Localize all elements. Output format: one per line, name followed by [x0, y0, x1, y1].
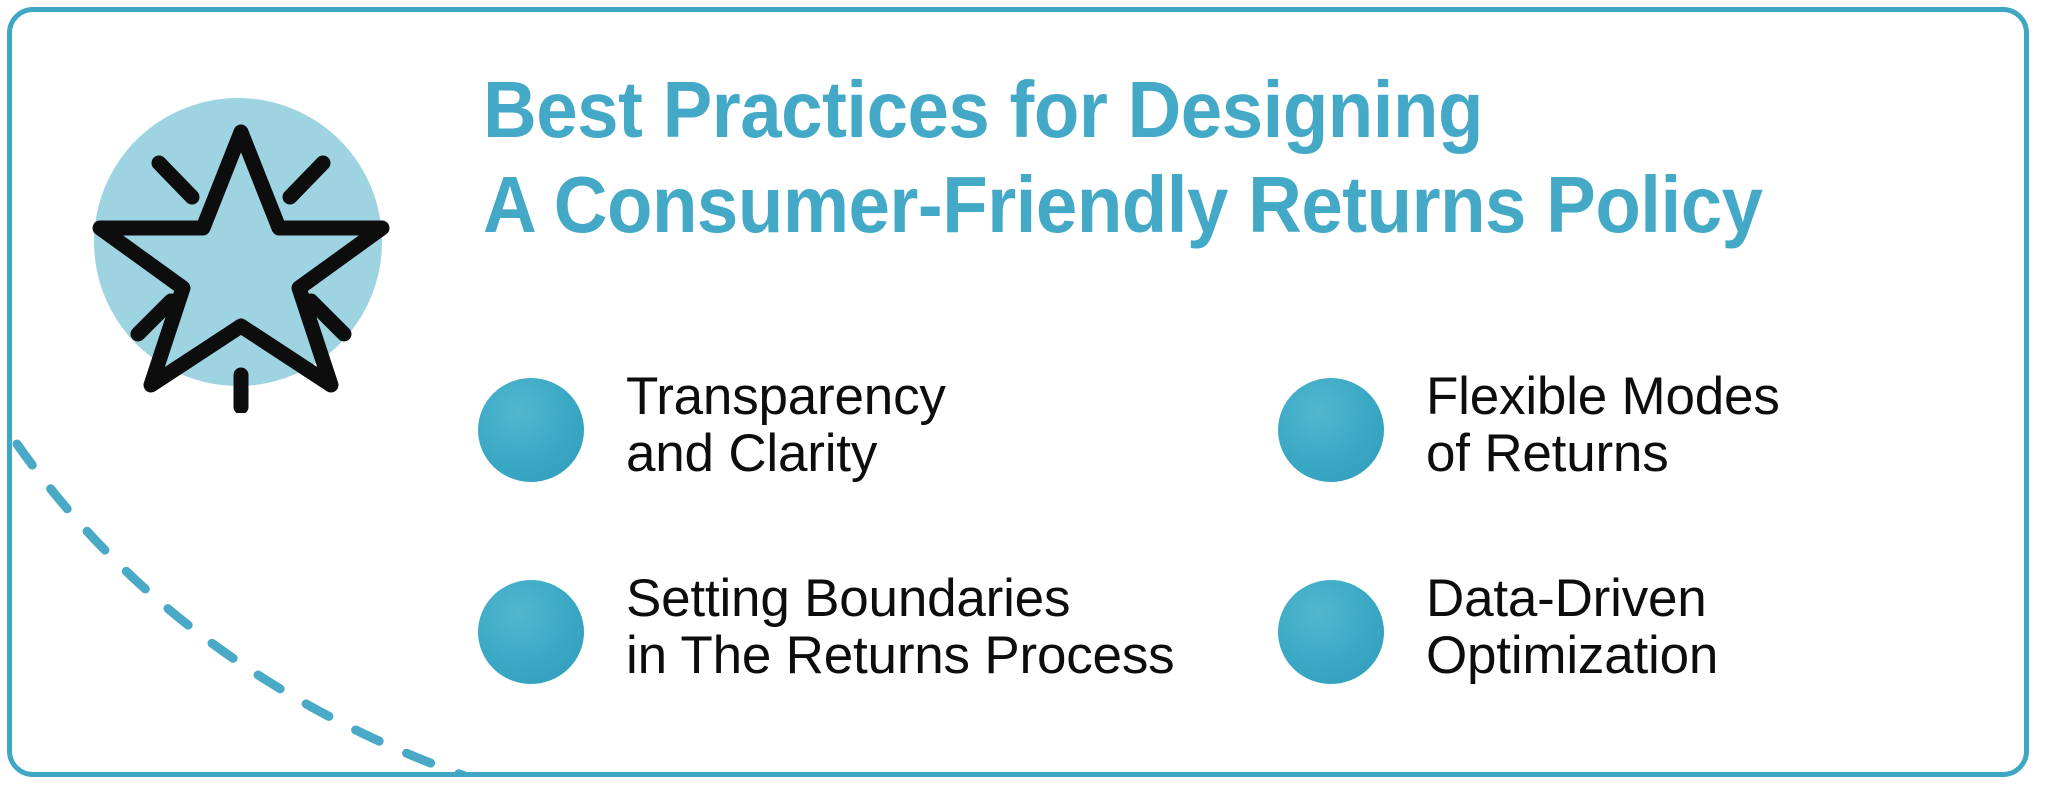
- title-line-1: Best Practices for Designing: [483, 65, 1483, 154]
- feature-item-data-driven-optimization[interactable]: Data-Driven Optimization: [1278, 570, 2018, 684]
- bullet-dot-icon: [1278, 378, 1384, 482]
- feature-row: Setting Boundaries in The Returns Proces…: [478, 570, 2018, 684]
- page-title: Best Practices for Designing A Consumer-…: [483, 62, 2023, 252]
- star-sparkle-icon: [86, 45, 396, 413]
- bullet-dot-icon: [1278, 580, 1384, 684]
- bullet-dot-icon: [478, 378, 584, 482]
- feature-row: Transparency and Clarity Flexible Modes …: [478, 368, 2018, 482]
- title-line-2: A Consumer-Friendly Returns Policy: [483, 160, 1763, 249]
- feature-label: Flexible Modes of Returns: [1426, 367, 1780, 483]
- feature-item-setting-boundaries[interactable]: Setting Boundaries in The Returns Proces…: [478, 570, 1278, 684]
- feature-list: Transparency and Clarity Flexible Modes …: [478, 368, 2018, 684]
- feature-label: Setting Boundaries in The Returns Proces…: [626, 569, 1175, 685]
- bullet-dot-icon: [478, 580, 584, 684]
- content-card: Best Practices for Designing A Consumer-…: [7, 7, 2029, 777]
- feature-item-flexible-modes-of-returns[interactable]: Flexible Modes of Returns: [1278, 368, 2018, 482]
- feature-label: Transparency and Clarity: [626, 367, 946, 483]
- feature-item-transparency-and-clarity[interactable]: Transparency and Clarity: [478, 368, 1278, 482]
- feature-label: Data-Driven Optimization: [1426, 569, 1719, 685]
